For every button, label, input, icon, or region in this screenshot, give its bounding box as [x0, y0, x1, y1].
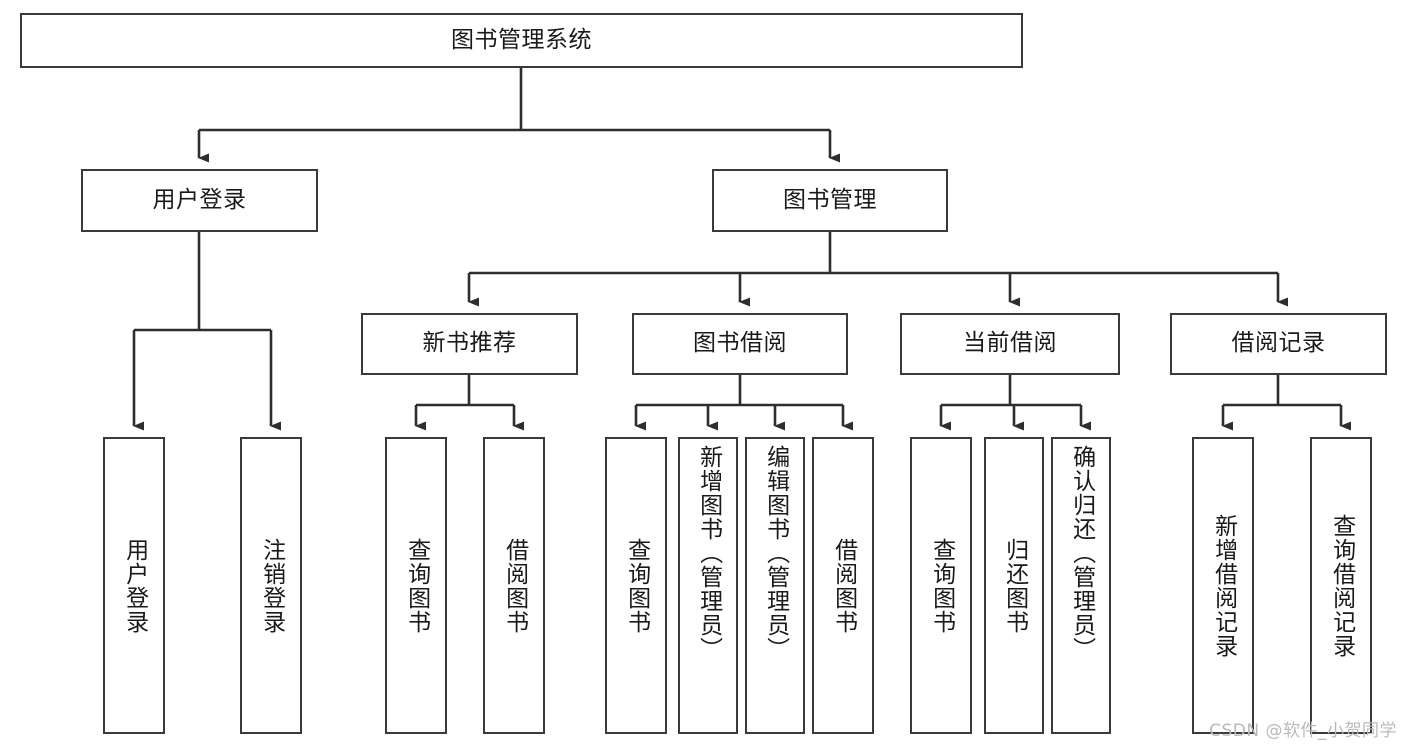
node-leaf-query-book-current[interactable]: 查询图书 [910, 437, 972, 734]
node-root-label: 图书管理系统 [451, 26, 592, 53]
node-leaf-user-login[interactable]: 用户登录 [103, 437, 165, 734]
node-leaf-query-book-current-label: 查询图书 [928, 537, 955, 634]
node-leaf-return-book-label: 归还图书 [1001, 537, 1028, 634]
node-borrow-record-label: 借阅记录 [1231, 330, 1326, 357]
node-leaf-user-login-label: 用户登录 [121, 537, 148, 634]
node-book-manage[interactable]: 图书管理 [712, 169, 948, 232]
node-leaf-query-book-recommend[interactable]: 查询图书 [385, 437, 447, 734]
node-book-manage-label: 图书管理 [783, 186, 877, 213]
node-borrow-record[interactable]: 借阅记录 [1170, 313, 1387, 375]
node-leaf-query-book-recommend-label: 查询图书 [403, 537, 430, 634]
node-leaf-edit-book-label: 编辑图书（管理员） [762, 445, 789, 661]
node-leaf-confirm-return-label: 确认归还（管理员） [1068, 445, 1095, 661]
node-leaf-query-borrow-record-label: 查询借阅记录 [1328, 513, 1355, 658]
node-book-borrow[interactable]: 图书借阅 [632, 313, 848, 375]
node-leaf-return-book[interactable]: 归还图书 [984, 437, 1044, 734]
csdn-watermark: CSDN @软件_小贺同学 [1209, 721, 1397, 741]
node-book-borrow-label: 图书借阅 [693, 330, 787, 357]
node-leaf-add-borrow-record[interactable]: 新增借阅记录 [1192, 437, 1254, 734]
node-user-login[interactable]: 用户登录 [81, 169, 318, 232]
node-new-book-recommend[interactable]: 新书推荐 [361, 313, 578, 375]
node-leaf-add-borrow-record-label: 新增借阅记录 [1210, 513, 1237, 658]
node-leaf-borrow-book-label: 借阅图书 [830, 537, 857, 634]
node-leaf-logout-label: 注销登录 [258, 537, 285, 634]
node-new-book-recommend-label: 新书推荐 [422, 330, 517, 357]
node-leaf-edit-book[interactable]: 编辑图书（管理员） [745, 437, 805, 734]
node-root[interactable]: 图书管理系统 [20, 13, 1023, 68]
node-leaf-logout[interactable]: 注销登录 [240, 437, 302, 734]
node-leaf-borrow-book-recommend-label: 借阅图书 [501, 537, 528, 634]
node-current-borrow[interactable]: 当前借阅 [900, 313, 1120, 375]
node-leaf-confirm-return[interactable]: 确认归还（管理员） [1051, 437, 1111, 734]
node-leaf-borrow-book-recommend[interactable]: 借阅图书 [483, 437, 545, 734]
node-leaf-add-book[interactable]: 新增图书（管理员） [678, 437, 738, 734]
node-leaf-borrow-book[interactable]: 借阅图书 [812, 437, 874, 734]
node-leaf-add-book-label: 新增图书（管理员） [695, 445, 722, 661]
node-current-borrow-label: 当前借阅 [963, 330, 1057, 357]
node-leaf-query-book-borrow[interactable]: 查询图书 [605, 437, 667, 734]
node-user-login-label: 用户登录 [152, 186, 247, 213]
node-leaf-query-book-borrow-label: 查询图书 [623, 537, 650, 634]
node-leaf-query-borrow-record[interactable]: 查询借阅记录 [1310, 437, 1372, 734]
